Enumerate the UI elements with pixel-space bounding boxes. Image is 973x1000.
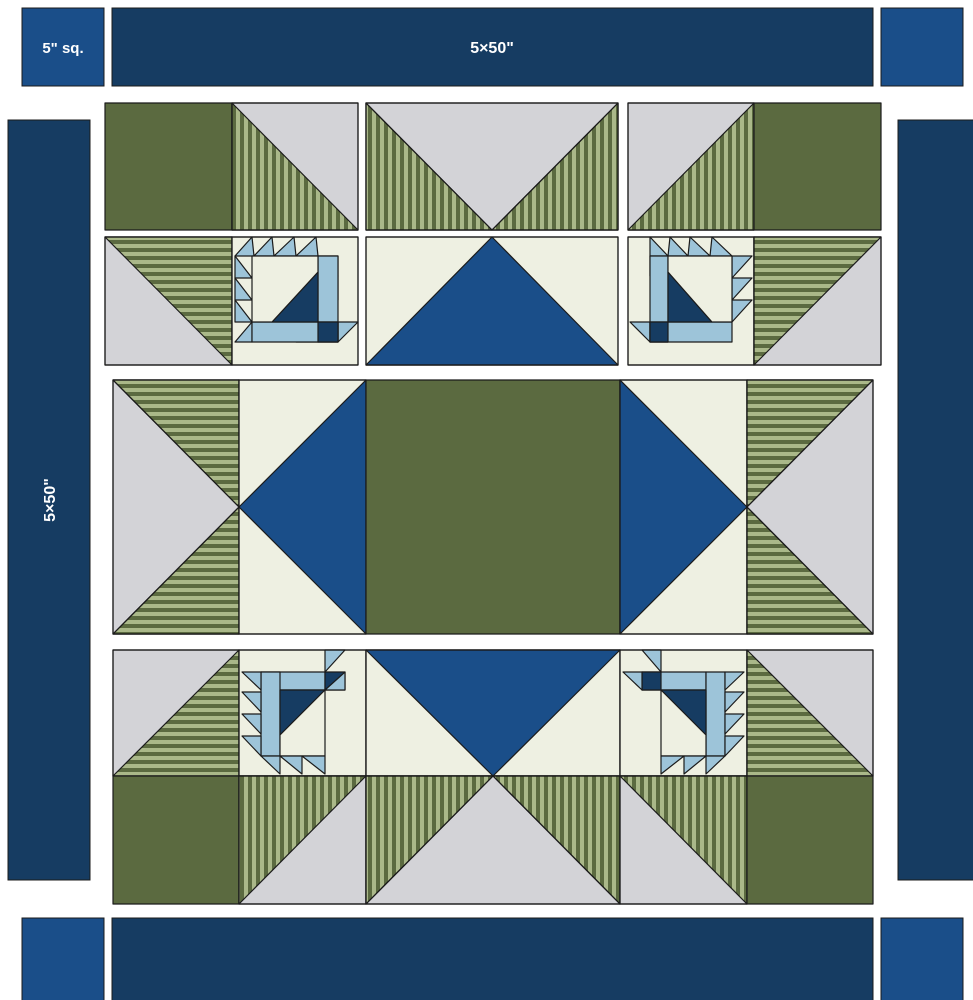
top-right-hst bbox=[628, 103, 754, 230]
bottom-right-sawtooth-star bbox=[620, 650, 747, 776]
right-sawtooth-star bbox=[628, 237, 754, 365]
bottom-left-green-square bbox=[113, 776, 239, 904]
middle-right-hourglass bbox=[747, 380, 873, 634]
right-hst-row2 bbox=[754, 237, 881, 365]
top-center-flying-geese bbox=[366, 103, 618, 230]
bottom-left-hst-row1 bbox=[113, 650, 239, 776]
bottom-right-hst-row2 bbox=[620, 776, 747, 904]
bottom-border-strip bbox=[112, 918, 873, 1000]
left-border-label: 5×50" bbox=[42, 478, 59, 522]
corner-square-top-right bbox=[881, 8, 963, 86]
middle-left-hourglass bbox=[113, 380, 239, 634]
top-left-hst bbox=[232, 103, 358, 230]
top-right-green-square bbox=[754, 103, 881, 230]
center-green-square bbox=[366, 380, 620, 634]
corner-square-bottom-right bbox=[881, 918, 963, 1000]
middle-right-flying-goose bbox=[620, 380, 747, 634]
top-center-blue-triangle bbox=[366, 237, 618, 365]
middle-section bbox=[113, 380, 873, 634]
bottom-center-blue-triangle bbox=[366, 650, 620, 776]
top-left-green-square bbox=[105, 103, 232, 230]
left-hst-row2 bbox=[105, 237, 232, 365]
bottom-left-hst-row2 bbox=[239, 776, 366, 904]
bottom-right-green-square bbox=[747, 776, 873, 904]
bottom-right-hst-row1 bbox=[747, 650, 873, 776]
bottom-left-sawtooth-star bbox=[239, 650, 366, 776]
middle-left-flying-goose bbox=[239, 380, 366, 634]
bottom-section bbox=[113, 650, 873, 904]
corner-square-label: 5" sq. bbox=[42, 40, 83, 57]
corner-square-bottom-left bbox=[22, 918, 104, 1000]
top-border-label: 5×50" bbox=[470, 40, 514, 57]
right-border-strip bbox=[898, 120, 973, 880]
bottom-center-flying-geese bbox=[366, 776, 620, 904]
top-section bbox=[105, 103, 881, 365]
left-sawtooth-star bbox=[232, 237, 358, 365]
